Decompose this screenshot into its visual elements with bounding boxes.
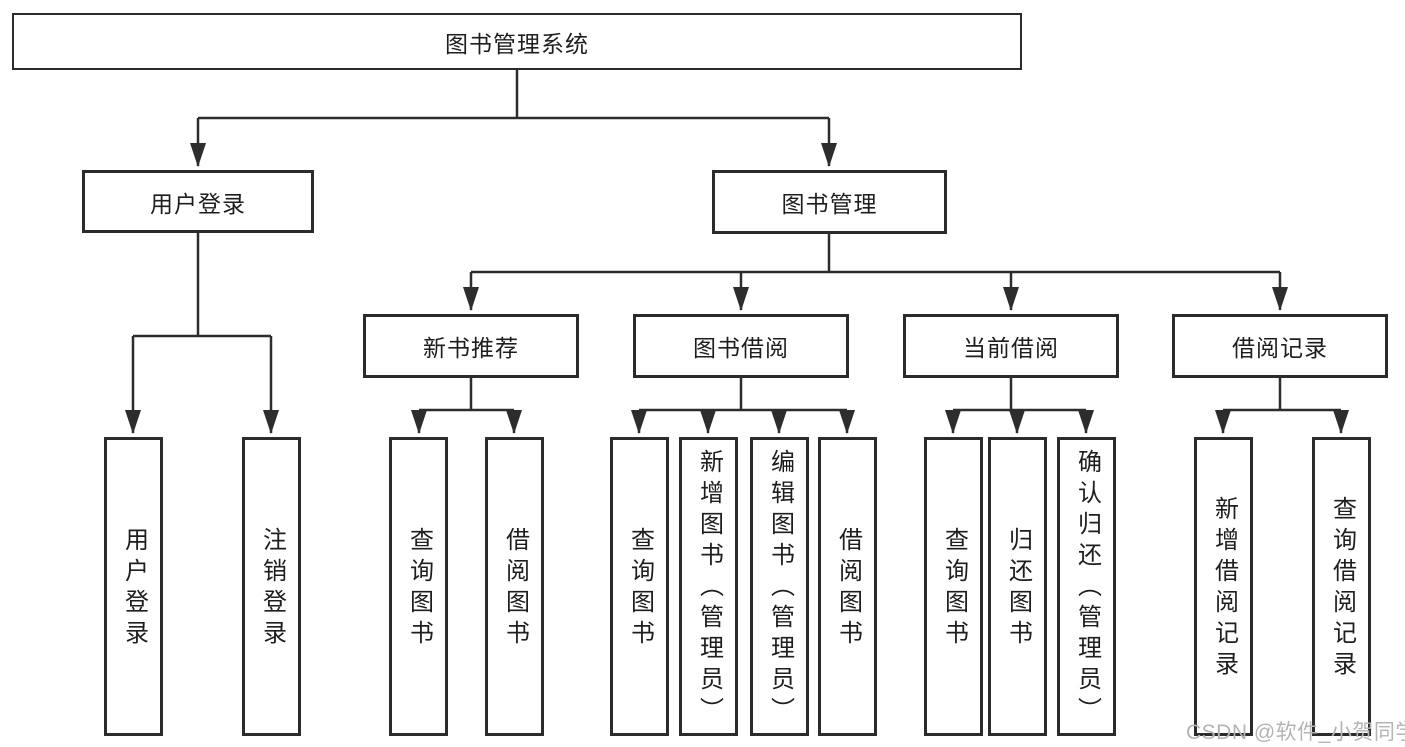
- leaf-newbook-query-books: 查询图书: [389, 437, 448, 736]
- leaf-newbook-borrow-books: 借阅图书: [485, 437, 544, 736]
- leaf-record-add-borrow-record: 新增借阅记录: [1194, 437, 1253, 736]
- node-borrow-record: 借阅记录: [1172, 314, 1388, 378]
- leaf-borrow-add-books-admin: 新增图书（管理员）: [679, 437, 738, 736]
- node-book-borrow: 图书借阅: [633, 314, 849, 378]
- leaf-borrow-edit-books-admin: 编辑图书（管理员）: [750, 437, 809, 736]
- node-book-management: 图书管理: [712, 170, 947, 234]
- node-root: 图书管理系统: [12, 13, 1022, 70]
- leaf-borrow-query-books: 查询图书: [610, 437, 669, 736]
- node-new-book-recommend: 新书推荐: [363, 314, 579, 378]
- leaf-logout: 注销登录: [242, 437, 301, 736]
- leaf-record-query-borrow-record: 查询借阅记录: [1312, 437, 1371, 736]
- leaf-user-login: 用户登录: [104, 437, 163, 736]
- leaf-current-return-books: 归还图书: [988, 437, 1047, 736]
- csdn-watermark: CSDN @软件_小贺同学: [1186, 721, 1405, 744]
- node-user-login: 用户登录: [82, 170, 314, 233]
- leaf-current-confirm-return-admin: 确认归还（管理员）: [1057, 437, 1116, 736]
- node-current-borrow: 当前借阅: [903, 314, 1119, 378]
- leaf-current-query-books: 查询图书: [924, 437, 983, 736]
- leaf-borrow-borrow-books: 借阅图书: [818, 437, 877, 736]
